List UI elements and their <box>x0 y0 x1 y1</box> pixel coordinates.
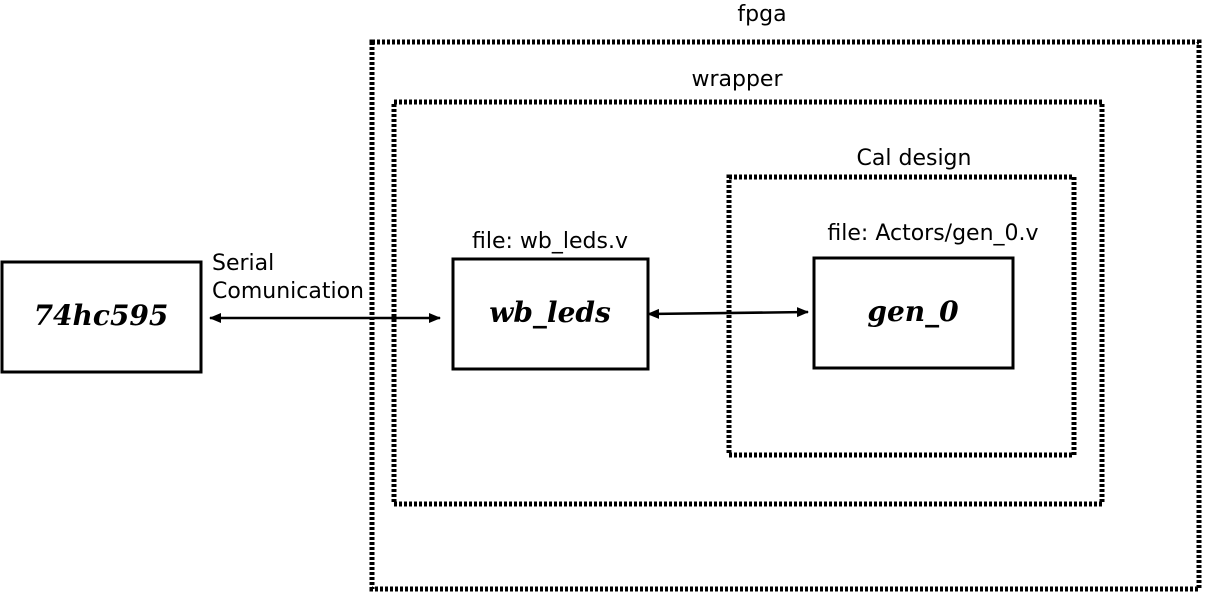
wbleds-gen0-link <box>647 307 809 319</box>
gen-0-block: gen_0 file: Actors/gen_0.v <box>812 221 1039 370</box>
wb-leds-name: wb_leds <box>489 296 611 329</box>
cal-design-label: Cal design <box>857 146 972 171</box>
fpga-container: fpga <box>369 2 1202 592</box>
chip-74hc595-name: 74hc595 <box>34 299 169 332</box>
chip-74hc595-block: 74hc595 <box>0 260 203 374</box>
wb-leds-block: wb_leds file: wb_leds.v <box>451 229 650 371</box>
serial-label-line2: Comunication <box>212 279 364 304</box>
serial-link: Serial Comunication <box>209 251 441 323</box>
gen-0-name: gen_0 <box>867 295 959 328</box>
serial-label-line1: Serial <box>212 251 274 276</box>
wb-leds-file-label: file: wb_leds.v <box>472 229 628 254</box>
wbleds-gen0-arrow <box>647 307 809 319</box>
fpga-label: fpga <box>737 2 786 27</box>
gen-0-file-label: file: Actors/gen_0.v <box>827 221 1038 246</box>
wrapper-label: wrapper <box>691 67 783 92</box>
wrapper-container: wrapper <box>391 67 1105 507</box>
